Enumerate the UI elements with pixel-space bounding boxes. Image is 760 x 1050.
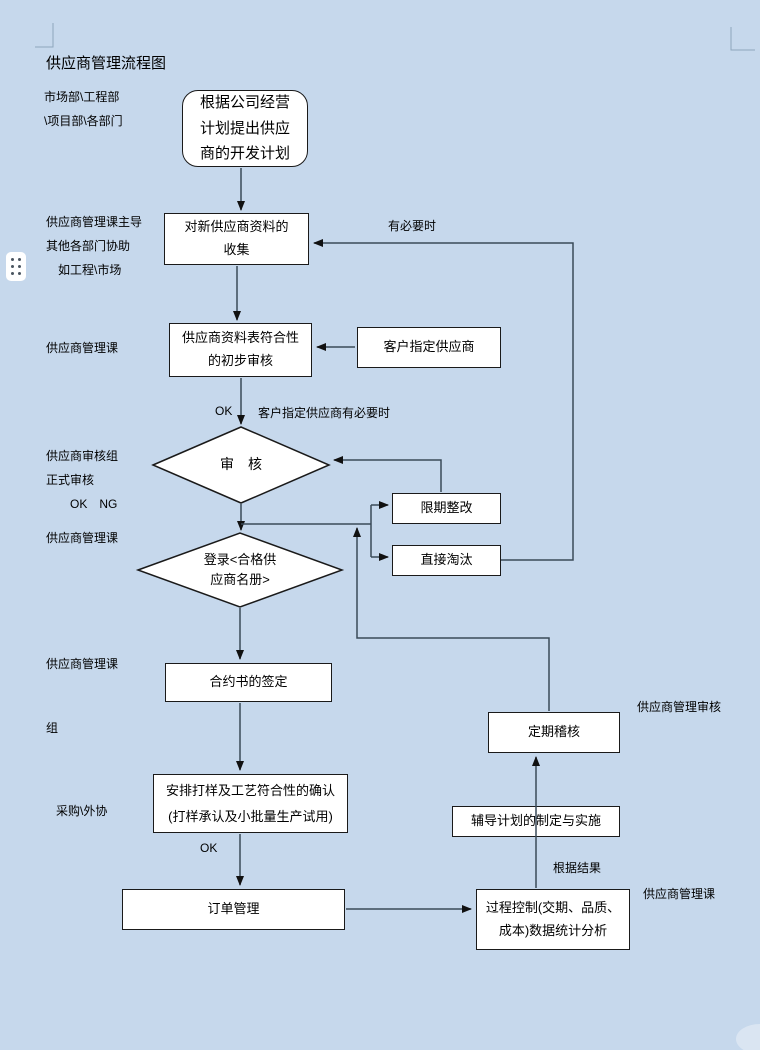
node-contract: 合约书的签定	[165, 663, 332, 702]
edge-label-customer-when-necessary: 客户指定供应商有必要时	[258, 406, 391, 420]
node-order-management: 订单管理	[122, 889, 345, 930]
node-periodic-audit: 定期稽核	[488, 712, 620, 753]
edge-label-ok-sampling: OK	[200, 841, 218, 855]
label-start-dept: 市场部\工程部 \项目部\各部门	[44, 90, 123, 128]
label-contract-owner: 供应商管理课	[46, 657, 119, 671]
node-coaching: 辅导计划的制定与实施	[452, 806, 620, 837]
drag-handle[interactable]	[6, 252, 26, 281]
register-decision-diamond	[135, 532, 345, 608]
drag-dots-icon	[10, 257, 22, 276]
node-rectify: 限期整改	[392, 493, 501, 524]
edge-label-per-result: 根据结果	[553, 861, 602, 875]
page-title: 供应商管理流程图	[46, 55, 167, 72]
edge-label-ok-review: OK	[215, 404, 233, 418]
label-collect-owner: 供应商管理课主导 其他各部门协助 如工程\市场	[46, 215, 143, 277]
node-collect: 对新供应商资料的 收集	[164, 213, 309, 265]
node-sampling: 安排打样及工艺符合性的确认 (打样承认及小批量生产试用)	[153, 774, 348, 833]
node-process-control: 过程控制(交期、品质、 成本)数据统计分析	[476, 889, 630, 950]
label-periodic-audit-owner: 供应商管理审核	[637, 700, 722, 714]
node-eliminate: 直接淘汰	[392, 545, 501, 576]
node-initial-review: 供应商资料表符合性 的初步审核	[169, 323, 312, 377]
audit-decision-text: 审 核	[220, 456, 262, 473]
label-sampling-owner: 采购\外协	[56, 804, 108, 818]
edge-label-when-necessary: 有必要时	[388, 219, 437, 233]
register-decision-text: 登录<合格供 应商名册>	[203, 551, 277, 587]
label-audit-owner: 供应商审核组 正式审核 OK NG	[46, 449, 119, 511]
node-customer-designated: 客户指定供应商	[357, 327, 501, 368]
label-review-owner: 供应商管理课	[46, 341, 119, 355]
label-process-owner: 供应商管理课	[643, 887, 716, 901]
label-contract-owner-group: 组	[46, 721, 59, 735]
node-start: 根据公司经营 计划提出供应 商的开发计划	[182, 90, 308, 167]
label-register-owner: 供应商管理课	[46, 531, 119, 545]
